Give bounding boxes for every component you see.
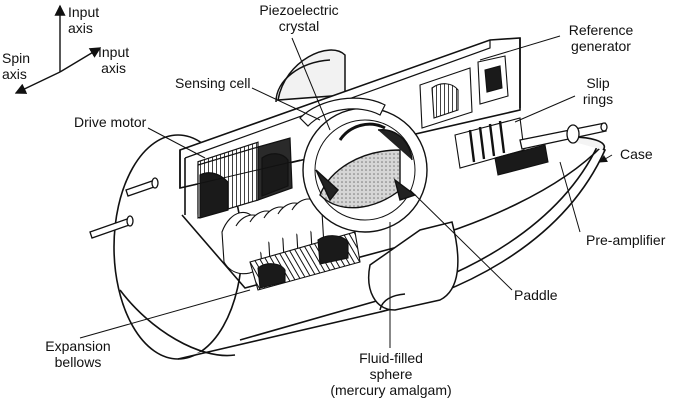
case-pins — [89, 177, 159, 239]
label-input-axis-right: Input axis — [98, 44, 129, 76]
fluid-filled-sphere — [302, 107, 428, 233]
label-reference-generator-line1: Reference — [568, 22, 634, 38]
leader-bellows — [79, 289, 251, 339]
leader-reference — [479, 35, 561, 61]
label-input-axis-top: Input axis — [68, 4, 99, 36]
leader-drive-motor — [147, 127, 206, 159]
label-input-axis-right-line2: axis — [101, 60, 127, 76]
label-spin-axis-line1: Spin — [2, 50, 31, 66]
slip-rings-assembly — [454, 117, 549, 176]
label-drive-motor: Drive motor — [74, 114, 147, 130]
label-expansion-bellows-line1: Expansion — [45, 338, 111, 354]
label-slip-rings: Slip rings — [578, 75, 618, 107]
rear-flange — [275, 49, 346, 103]
leader-pre-amp — [559, 161, 581, 233]
shaft — [519, 122, 608, 150]
leader-slip — [514, 95, 576, 123]
spin-axis-arrow — [14, 71, 61, 94]
reference-generator-assembly — [419, 55, 509, 129]
label-pre-amplifier: Pre-amplifier — [586, 232, 666, 248]
label-expansion-bellows-line2: bellows — [54, 354, 102, 370]
leader-piezo — [291, 37, 331, 131]
label-fluid-filled-sphere-line2: sphere — [369, 366, 413, 382]
label-input-axis-right-line1: Input — [98, 44, 130, 60]
label-fluid-filled-sphere: Fluid-filled sphere (mercury amalgam) — [326, 350, 456, 398]
front-flange — [368, 221, 459, 311]
label-input-axis-top-line1: Input — [68, 4, 100, 20]
label-piezoelectric-crystal-line1: Piezoelectric — [259, 2, 339, 18]
leader-sensing — [251, 87, 321, 121]
label-spin-axis: Spin axis — [2, 50, 30, 82]
expansion-bellows — [221, 198, 325, 275]
input-axis-diagonal-arrow — [59, 47, 102, 73]
drive-motor-assembly — [179, 137, 301, 219]
leader-paddle — [409, 189, 513, 291]
label-reference-generator: Reference generator — [556, 22, 646, 54]
sensing-cell — [299, 97, 386, 127]
lower-coil-block — [249, 231, 361, 291]
label-piezoelectric-crystal-line2: crystal — [278, 18, 320, 34]
label-fluid-filled-sphere-line1: Fluid-filled — [359, 350, 423, 366]
label-expansion-bellows: Expansion bellows — [36, 338, 120, 370]
label-reference-generator-line2: generator — [571, 38, 631, 54]
label-fluid-filled-sphere-line3: (mercury amalgam) — [330, 382, 452, 398]
label-paddle: Paddle — [514, 287, 558, 303]
label-slip-rings-line2: rings — [582, 91, 614, 107]
label-input-axis-top-line2: axis — [68, 20, 93, 36]
leader-case — [599, 154, 613, 163]
label-piezoelectric-crystal: Piezoelectric crystal — [244, 2, 354, 34]
label-spin-axis-line2: axis — [2, 66, 27, 82]
axis-indicator — [14, 4, 102, 94]
label-slip-rings-line1: Slip — [586, 75, 610, 91]
label-sensing-cell: Sensing cell — [175, 75, 251, 91]
leader-lines — [79, 35, 613, 348]
label-case: Case — [620, 146, 653, 162]
